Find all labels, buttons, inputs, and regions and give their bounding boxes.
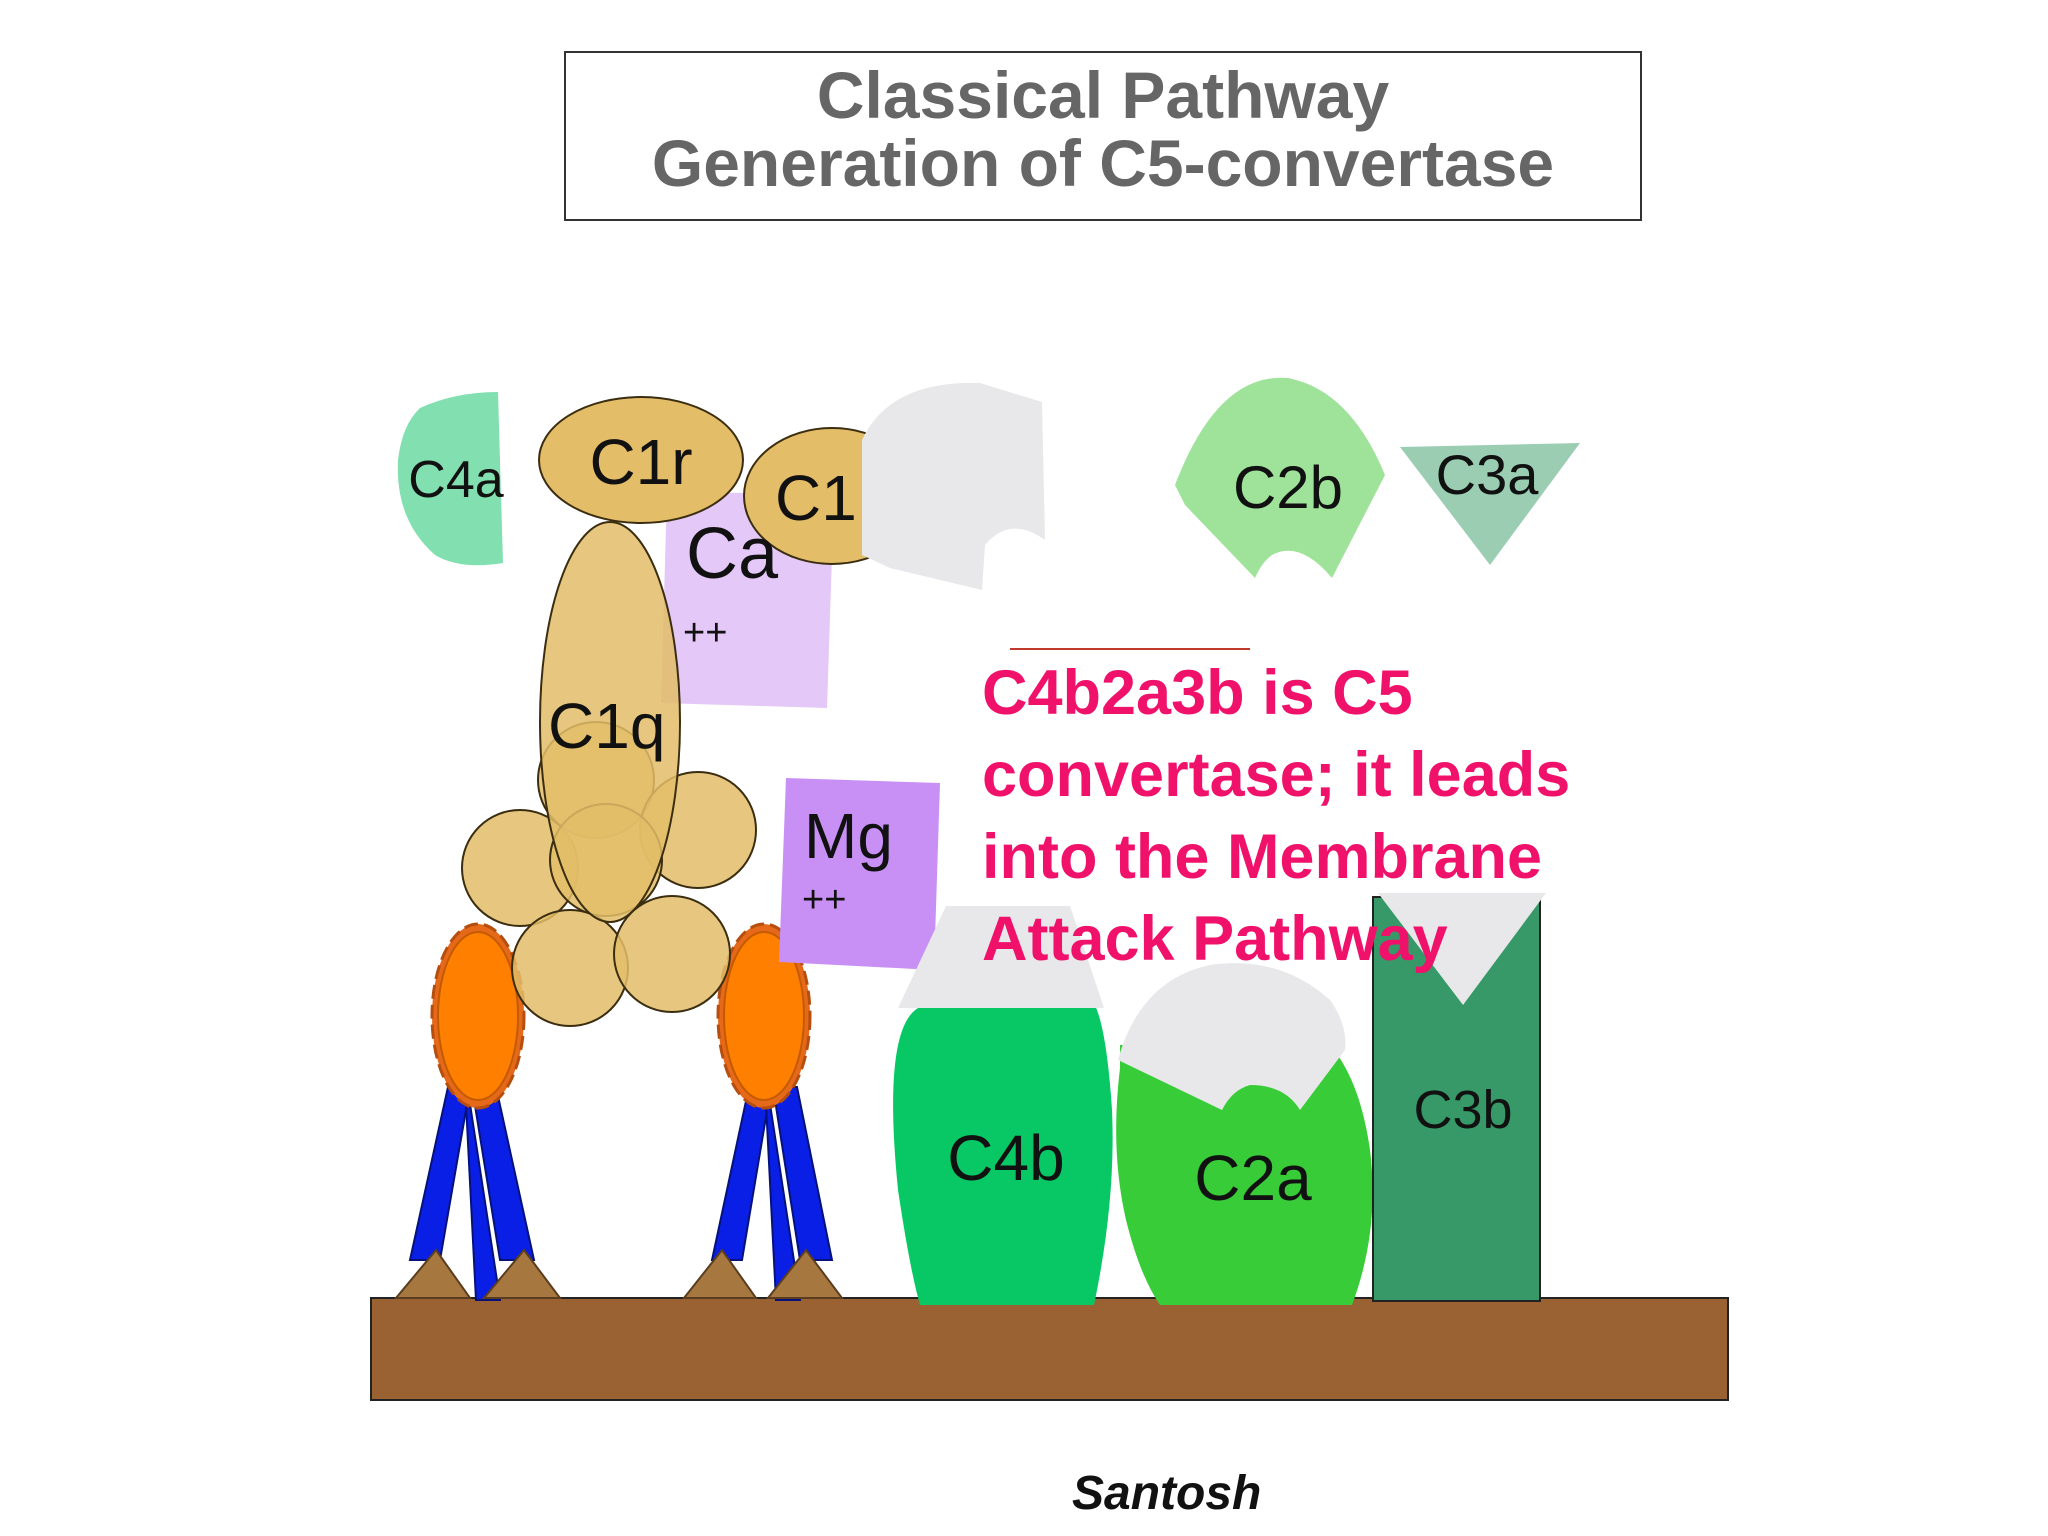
c2a-ghost-cap — [1118, 963, 1346, 1110]
c1s-label: C1 — [775, 462, 857, 534]
c3a-label: C3a — [1436, 443, 1540, 506]
c4a-label: C4a — [408, 451, 503, 509]
mg-label: Mg — [804, 800, 893, 872]
c3a-fragment — [1400, 443, 1580, 565]
c1q-head-5 — [613, 895, 731, 1013]
antibody-1 — [393, 922, 562, 1301]
mg-charge-label: ++ — [802, 879, 846, 921]
c1q-stalk — [539, 521, 681, 923]
antigen-rosette-1 — [437, 931, 519, 1101]
convertase-note: C4b2a3b is C5 convertase; it leads into … — [982, 652, 1682, 980]
c4a-fragment — [397, 392, 503, 566]
c3b-label: C3b — [1413, 1080, 1512, 1140]
antibody-2 — [681, 922, 844, 1301]
c1r-label: C1r — [589, 426, 692, 498]
antibody-2-left-arm — [710, 1086, 773, 1261]
c4b-label: C4b — [947, 1122, 1064, 1194]
note-line-1: C4b2a3b is C5 — [982, 658, 1413, 728]
c1q-head-4 — [511, 909, 629, 1027]
c3b-ghost-notch — [1378, 893, 1546, 1005]
c2b-fragment — [1175, 377, 1385, 578]
note-line-3: into the Membrane — [982, 822, 1543, 892]
title-line-2: Generation of C5-convertase — [651, 126, 1555, 200]
antigen-foot-1b — [481, 1248, 562, 1299]
note-line-4: Attack Pathway — [982, 904, 1448, 974]
note-line-2: convertase; it leads — [982, 740, 1571, 810]
mg-ion-block — [779, 778, 940, 970]
antigen-rosette-2 — [723, 931, 805, 1101]
c4b-fragment — [893, 1000, 1113, 1305]
ca-charge-label: ++ — [683, 612, 727, 654]
title-line-1: Classical Pathway — [816, 58, 1390, 132]
c1q-label: C1q — [548, 690, 665, 762]
antibody-1-left-arm — [408, 1086, 472, 1261]
c2a-label: C2a — [1194, 1142, 1312, 1214]
c2b-label: C2b — [1233, 454, 1343, 521]
c4b-ghost-cap — [898, 906, 1104, 1008]
title-box: Classical Pathway Generation of C5-conve… — [564, 51, 1642, 221]
antigen-foot-1a — [393, 1248, 472, 1299]
antigen-foot-2b — [765, 1248, 844, 1299]
c2a-fragment — [1116, 1045, 1373, 1305]
cell-membrane — [370, 1297, 1729, 1401]
author-credit: Santosh — [1072, 1467, 1262, 1520]
antigen-foot-2a — [681, 1248, 758, 1299]
ca-label: Ca — [686, 514, 779, 594]
cleaved-fragment-ghost — [862, 382, 1045, 590]
c1r-subunit — [538, 396, 744, 524]
